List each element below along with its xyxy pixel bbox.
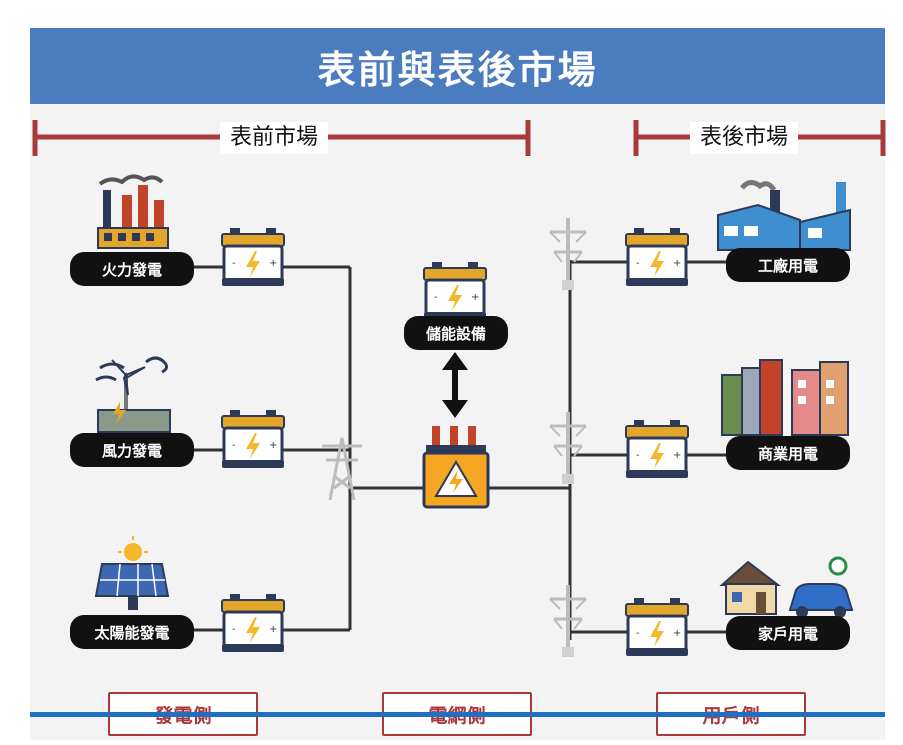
commercial-buildings-icon — [721, 359, 849, 436]
front-market-label: 表前市場 — [220, 122, 329, 154]
wind-power-label: 風力發電 — [70, 433, 194, 467]
thermal-power-plant-icon — [97, 174, 169, 249]
battery-icon — [220, 408, 286, 470]
power-pole-icon — [548, 216, 588, 292]
factory-icon — [717, 180, 851, 251]
thermal-power-label: 火力發電 — [70, 252, 194, 286]
residential-use-label: 家戶用電 — [726, 616, 850, 650]
commercial-use-label: 商業用電 — [726, 436, 850, 470]
transformer-icon — [422, 426, 490, 509]
battery-icon — [220, 592, 286, 654]
solar-power-label: 太陽能發電 — [70, 615, 194, 649]
battery-icon — [220, 226, 286, 288]
battery-icon — [624, 226, 690, 288]
battery-icon — [624, 596, 690, 658]
wind-turbine-icon — [95, 356, 171, 433]
page-title: 表前與表後市場 — [30, 28, 885, 104]
battery-icon — [624, 418, 690, 480]
house-and-car-icon — [719, 556, 854, 618]
solar-panel-icon — [94, 536, 170, 610]
power-pole-icon — [548, 410, 588, 486]
industrial-use-label: 工廠用電 — [726, 248, 850, 282]
storage-label: 儲能設備 — [404, 316, 508, 350]
behind-market-label: 表後市場 — [690, 122, 799, 154]
bottom-rule — [30, 712, 885, 717]
power-pole-icon — [548, 583, 588, 659]
transmission-tower-icon — [322, 437, 362, 501]
storage-battery-icon — [422, 260, 488, 322]
bidirectional-arrow-icon — [442, 352, 468, 418]
